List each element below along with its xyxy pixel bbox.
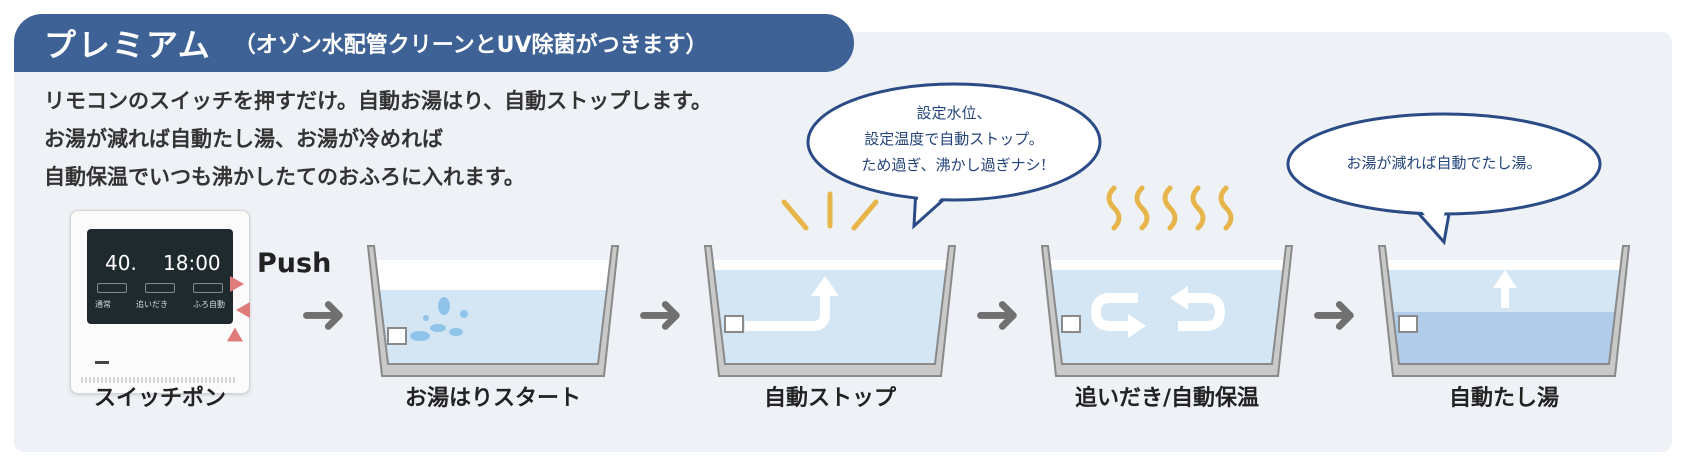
- bathtub-reheat: [1040, 245, 1294, 377]
- screen-indicator: [145, 283, 175, 293]
- water-outlet: [387, 327, 407, 345]
- bubble-text: お湯が減れば自動でたし湯。: [1284, 150, 1604, 176]
- tub-water-level: [1389, 312, 1619, 368]
- remote-logo-mark: [95, 361, 109, 364]
- tub-wall: [703, 245, 957, 377]
- bubble-line: 設定温度で自動ストップ。: [864, 130, 1044, 148]
- banner-subtitle: （オゾン水配管クリーンとUV除菌がつきます）: [233, 33, 708, 58]
- step-caption: 自動たし湯: [1448, 386, 1559, 411]
- step-caption: 追いだき/自動保温: [1074, 386, 1260, 411]
- tub-wall: [1377, 245, 1631, 377]
- steam-icon: [1106, 185, 1234, 231]
- tub-water: [376, 290, 610, 368]
- tub-water: [711, 270, 949, 368]
- sparkle-icon: [781, 191, 879, 231]
- water-outlet: [1061, 315, 1081, 333]
- description: リモコンのスイッチを押すだけ。自動お湯はり、自動ストップします。 お湯が減れば自…: [44, 82, 744, 196]
- push-label: Push: [257, 248, 332, 279]
- screen-indicator: [193, 283, 223, 293]
- remote-button: 通常: [95, 300, 111, 309]
- arrow-head-icon: [811, 276, 839, 296]
- remote-button-row: 通常 追いだき ふろ自動: [95, 299, 225, 310]
- bubble-line: お湯が減れば自動でたし湯。: [1346, 154, 1542, 172]
- remote-temperature: 40.: [105, 251, 137, 275]
- bubble-text: 設定水位、 設定温度で自動ストップ。 ため過ぎ、沸かし過ぎナシ!: [804, 100, 1104, 178]
- arrow-head-icon: [1493, 270, 1517, 288]
- banner-title: プレミアム: [44, 26, 212, 64]
- bathtub-auto-stop: [703, 245, 957, 377]
- bubble-line: 設定水位、: [916, 104, 992, 122]
- push-indicator-icon: [236, 302, 250, 318]
- remote-caption: スイッチポン: [93, 386, 226, 411]
- remote-time: 18:00: [163, 251, 221, 275]
- push-indicator-icon: [230, 276, 244, 292]
- bathtub-top-up: [1377, 245, 1631, 377]
- tub-water: [1048, 270, 1286, 368]
- description-line: お湯が減れば自動たし湯、お湯が冷めれば: [44, 126, 443, 151]
- flow-arrow-icon: ➜: [637, 282, 684, 347]
- remote-button: 追いだき: [136, 300, 168, 309]
- bubble-line: ため過ぎ、沸かし過ぎナシ!: [861, 156, 1047, 174]
- water-outlet: [1398, 315, 1418, 333]
- remote-button: ふろ自動: [193, 300, 225, 309]
- tub-wall: [366, 245, 620, 377]
- water-outlet: [724, 315, 744, 333]
- flow-arrow-icon: ➜: [300, 282, 347, 347]
- background-panel: [14, 32, 1672, 452]
- screen-indicator: [97, 283, 127, 293]
- description-line: リモコンのスイッチを押すだけ。自動お湯はり、自動ストップします。: [44, 88, 713, 113]
- flow-arrow-icon: ➜: [1311, 282, 1358, 347]
- bathtub-filling: [366, 245, 620, 377]
- water-splash-icon: [410, 297, 468, 341]
- description-line: 自動保温でいつも沸かしたてのおふろに入れます。: [44, 164, 525, 189]
- remote-screen: 40. 18:00 通常 追いだき ふろ自動: [87, 229, 233, 324]
- remote-fine-print: [81, 377, 237, 383]
- speech-bubble: お湯が減れば自動でたし湯。: [1284, 108, 1604, 248]
- flow-arrow-icon: ➜: [974, 282, 1021, 347]
- title-banner: プレミアム （オゾン水配管クリーンとUV除菌がつきます）: [14, 14, 854, 72]
- speech-bubble: 設定水位、 設定温度で自動ストップ。 ため過ぎ、沸かし過ぎナシ!: [804, 80, 1104, 230]
- tub-wall: [1040, 245, 1294, 377]
- flow-up-arrow-icon: [745, 292, 830, 331]
- step-caption: お湯はりスタート: [404, 386, 581, 411]
- step-caption: 自動ストップ: [763, 386, 896, 411]
- circulation-arrows-icon: [1090, 286, 1226, 338]
- remote-controller: 40. 18:00 通常 追いだき ふろ自動: [70, 210, 250, 394]
